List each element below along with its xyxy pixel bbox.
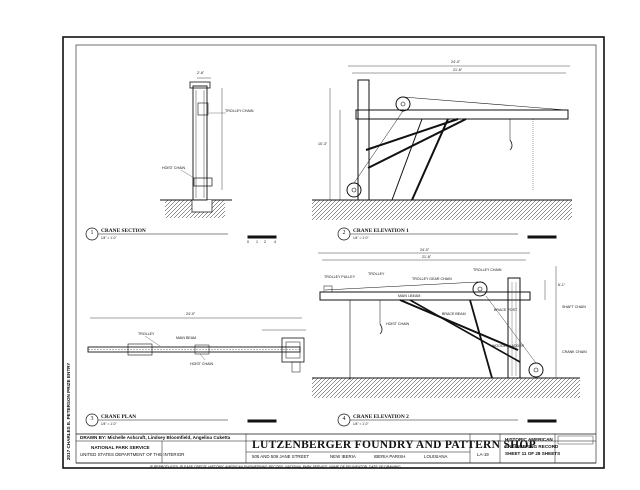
label-crank-chain: CRANK CHAIN — [562, 350, 587, 354]
scale-tick-0: 0 — [247, 240, 249, 244]
view-3-scale: 1/4" = 1'-0" — [101, 422, 117, 426]
label-trolley-chain: TROLLEY CHAIN — [225, 109, 254, 113]
view-4-title: CRANE ELEVATION 2 — [353, 414, 409, 420]
view-crane-section — [160, 77, 232, 218]
view-1-scale: 1/4" = 1'-0" — [101, 236, 117, 240]
view-2-title: CRANE ELEVATION 1 — [353, 228, 409, 234]
label-plan-trolley: TROLLEY — [138, 332, 155, 336]
label-trolley-pulley: TROLLEY PULLEY — [324, 275, 356, 279]
record-line-1: HISTORIC AMERICAN — [505, 437, 553, 442]
label-hoist-chain: HOIST CHAIN — [162, 166, 186, 170]
sheet-number: SHEET 11 OF 28 SHEETS — [505, 451, 561, 456]
side-prize-text: 2017 CHARLES E. PETERSON PRIZE ENTRY — [66, 362, 71, 460]
label-main-beam: MAIN BEAM — [176, 336, 197, 340]
scale-tick-1: 1 — [256, 240, 258, 244]
scale-tick-2: 2 — [264, 240, 266, 244]
view-4-scale: 1/4" = 1'-0" — [353, 422, 369, 426]
dim-elev1-height: 10'-3" — [318, 142, 328, 146]
view-crane-plan — [87, 317, 306, 373]
label-hoist-chain-2: HOIST CHAIN — [386, 322, 410, 326]
label-shaft-chain: SHAFT CHAIN — [562, 305, 586, 309]
drawing-city: NEW IBERIA — [330, 454, 356, 459]
dim-elev2-overall: 24'-0" — [420, 248, 430, 252]
drawing-title: LUTZENBERGER FOUNDRY AND PATTERN SHOP — [252, 439, 536, 451]
scale-tick-4: 4 — [274, 240, 276, 244]
view-1-title: CRANE SECTION — [101, 228, 146, 234]
dim-elev2-right: 6'-1" — [558, 283, 566, 287]
agency-department: UNITED STATES DEPARTMENT OF THE INTERIOR — [80, 452, 185, 457]
scale-bars — [247, 235, 557, 423]
sheet-border-outer — [62, 36, 605, 469]
dim-elev1-overall: 24'-0" — [451, 60, 461, 64]
agency-name: NATIONAL PARK SERVICE — [91, 445, 150, 450]
label-brace-post: BRACE POST — [494, 308, 518, 312]
label-main-i-beam: MAIN I-BEAM — [398, 294, 421, 298]
dim-elev2-span: 21'-6" — [422, 255, 432, 259]
label-trolley-chain-2: TROLLEY CHAIN — [473, 268, 502, 272]
title-block — [76, 433, 596, 464]
dim-elev1-span: 21'-6" — [453, 68, 463, 72]
label-trolley: TROLLEY — [368, 272, 385, 276]
view-markers — [85, 227, 518, 427]
drawing-parish: IBERIA PARISH — [374, 454, 406, 459]
view-crane-elevation-1 — [312, 65, 572, 220]
dim-plan-overall: 24'-0" — [186, 312, 196, 316]
drawing-address: 505 AND 509 JANE STREET — [252, 454, 310, 459]
label-wooden-ladder: WOODEN LADDER — [492, 344, 525, 348]
footer-note: IF REPRODUCED, PLEASE CREDIT: HISTORIC A… — [150, 465, 401, 469]
view-4-number: 4 — [342, 416, 346, 422]
sheet-border-inner — [75, 44, 597, 464]
drawing-state: LOUISIANA — [424, 454, 448, 459]
view-3-number: 3 — [90, 416, 94, 422]
label-plan-hoist-chain: HOIST CHAIN — [190, 362, 214, 366]
dim-section-top: 2'-6" — [197, 71, 205, 75]
survey-number: LA-19 — [477, 452, 489, 457]
view-3-title: CRANE PLAN — [101, 414, 137, 420]
label-brace-beam: BRACE BEAM — [442, 312, 466, 316]
view-2-scale: 1/4" = 1'-0" — [353, 236, 369, 240]
record-line-2: ENGINEERING RECORD — [505, 444, 559, 449]
view-2-number: 2 — [342, 230, 346, 236]
view-1-number: 1 — [90, 230, 94, 236]
view-crane-elevation-2 — [312, 252, 580, 398]
drawn-by: DRAWN BY: Michelle Ashcraft, Lindsey Blo… — [80, 435, 231, 440]
label-trolley-gear-chain: TROLLEY GEAR CHAIN — [412, 277, 452, 281]
